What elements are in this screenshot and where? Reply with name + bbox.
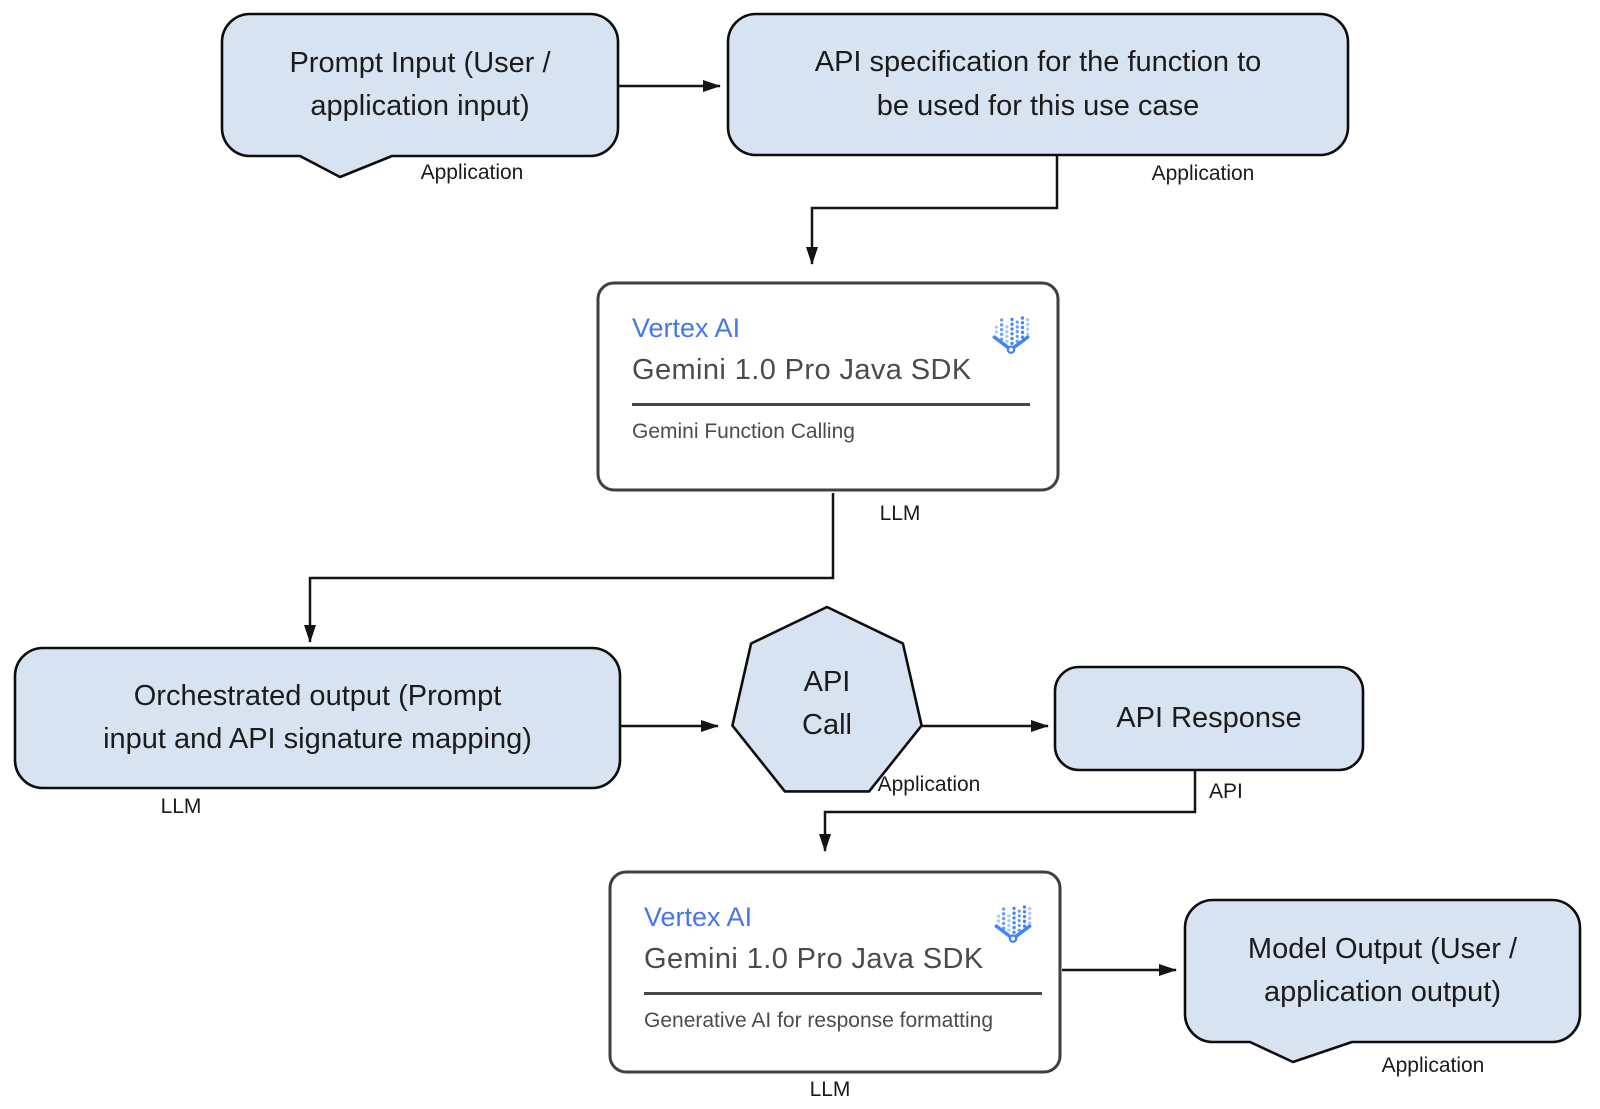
sdk-subtitle: Gemini Function Calling [632,420,855,443]
vertex-ai-product-name: Vertex AI [644,902,753,932]
api-response-box-shape [1053,665,1365,772]
sdk-card-1-tag: LLM [879,502,921,525]
arrow-apiresponse-to-sdk2 [819,770,1197,852]
sdk-card-2-shape [608,870,1062,1074]
api-spec-box-shape [726,12,1350,157]
arrow-apispec-to-sdk1 [806,155,1059,265]
sdk-card-1-shape [596,281,1060,492]
api-response-label: API Response [1116,701,1302,734]
sdk-title: Gemini 1.0 Pro Java SDK [632,354,972,386]
api-spec-label: API specification for the function to be… [814,46,1262,122]
sdk-card-response-formatting: Vertex AI Gemini 1.0 Pro Java SDK Genera… [610,872,1060,1072]
model-output-bubble-shape [1183,898,1582,1064]
sdk-card-function-calling: Vertex AI Gemini 1.0 Pro Java SDK Gemini… [598,283,1058,490]
api-call-heptagon-shape [731,605,923,793]
vertex-ai-product-name: Vertex AI [632,313,741,343]
orchestrated-output-label: Orchestrated output (Prompt input and AP… [103,679,532,756]
api-response-tag: API [1209,780,1243,803]
api-call-tag: Application [877,773,981,796]
arrow-sdk1-to-orchestrated [304,493,835,643]
vertex-ai-icon [992,312,1030,354]
sdk-subtitle: Generative AI for response formatting [644,1009,994,1032]
card-divider [632,403,1030,406]
prompt-input-label: Prompt Input (User / application input) [289,46,551,123]
orchestrated-output-box-shape [13,646,622,790]
card-divider [644,992,1042,995]
api-spec-tag: Application [1151,162,1255,185]
sdk-card-2-tag: LLM [809,1078,851,1101]
prompt-input-bubble-shape [220,12,620,179]
orchestrated-output-tag: LLM [160,795,202,818]
model-output-tag: Application [1381,1054,1485,1077]
sdk-title: Gemini 1.0 Pro Java SDK [644,943,984,975]
vertex-ai-icon [994,901,1032,943]
prompt-input-tag: Application [420,161,524,184]
api-call-label: API Call [802,665,852,742]
model-output-label: Model Output (User / application output) [1247,932,1518,1009]
